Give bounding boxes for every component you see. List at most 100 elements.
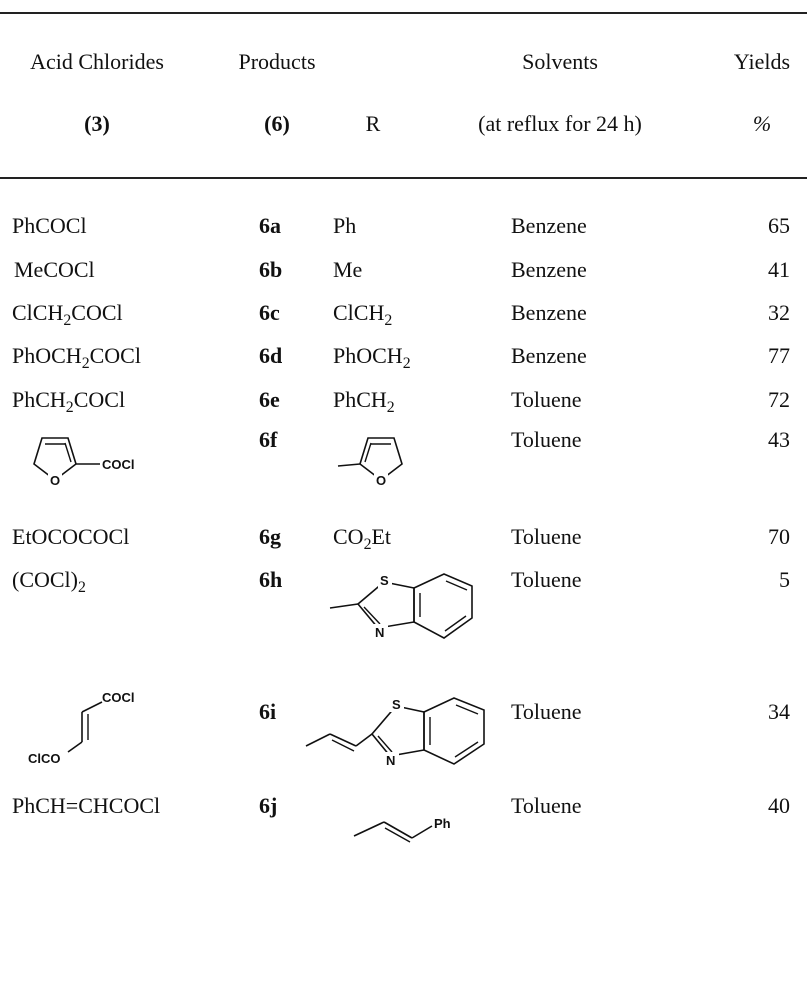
yield-cell: 77 [768,343,790,368]
double-bond [64,442,72,463]
r-cell: PhOCH2 [333,342,411,373]
product-cell: 6c [259,300,280,325]
header-yields: Yields [733,49,791,74]
product-cell: 6i [259,699,277,724]
acid-chloride-cell: PhOCH2COCl [12,342,141,373]
formula-subscript: 2 [402,355,411,373]
thiazole-ring [370,705,425,757]
r-cell: Ph [333,213,357,238]
yield-cell: 72 [768,387,790,412]
double-bond [384,827,411,843]
solvent-cell: Benzene [511,300,587,325]
yield-cell: 32 [768,300,790,325]
product-cell: 6f [259,427,278,452]
fumaroyl-chloride-structure: COCl ClCO [28,690,135,766]
vinyl-bond [329,733,357,747]
sulfur-mask [378,572,392,588]
top-rule [0,12,807,14]
nitrogen-label: N [386,753,395,768]
nitrogen-label: N [375,625,384,640]
solvent-cell: Toluene [511,387,582,412]
terminal-bond [305,733,331,747]
furoyl-chloride-structure: COCl O [33,437,135,488]
formula-subscript: 2 [78,579,86,597]
acid-chloride-cell: EtOCOCOCl [12,524,130,549]
aromatic-bond [445,580,468,591]
nitrogen-mask [384,752,399,768]
header-yields-sub: % [752,111,772,136]
benzothiazolyl-structure: S N [329,572,473,640]
double-bond [363,606,381,625]
carbonyl-bond [67,741,83,753]
formula-part: PhCH [333,387,387,412]
benzene-ring [413,573,473,639]
attachment-bond [329,603,359,609]
formula-part: PhOCH [12,343,82,368]
formula-part: Et [371,524,392,549]
vinyl-benzothiazolyl-structure: S N [305,696,485,768]
acid-chloride-cell: PhCH2COCl [12,386,126,417]
sulfur-label: S [392,697,401,712]
acid-chloride-cell: (COCl)2 [12,566,86,597]
yield-cell: 5 [779,567,790,592]
r-cell: Me [333,257,363,282]
attachment-bond [337,463,361,467]
acid-chloride-cell: ClCH2COCl [12,299,123,330]
phenyl-label: Ph [434,816,451,831]
oxygen-label: O [376,473,386,488]
solvent-cell: Benzene [511,343,587,368]
nitrogen-mask [373,624,388,640]
header-r: R [365,111,381,136]
formula-subscript: 2 [81,355,90,373]
header-rule [0,177,807,179]
oxygen-mask [48,472,62,488]
product-cell: 6d [259,343,283,368]
formula-subscript: 2 [63,312,72,330]
double-bond [377,735,393,753]
furan-ring [33,437,77,482]
yield-cell: 41 [768,257,790,282]
formula-subscript: 2 [384,312,393,330]
attachment-bond [353,821,385,837]
vinyl-bond [383,821,413,839]
formula-part: ClCH [12,300,64,325]
solvent-cell: Benzene [511,213,587,238]
solvent-cell: Toluene [511,567,582,592]
solvent-cell: Toluene [511,699,582,724]
attachment-bond [355,733,373,747]
header-acid-chlorides-sub: (3) [84,111,110,136]
header-solvents-sub: (at reflux for 24 h) [478,111,642,136]
oxygen-mask [374,472,388,488]
product-cell: 6b [259,257,283,282]
double-bond [331,739,355,752]
clco-bottom-label: ClCO [28,751,61,766]
sulfur-label: S [380,573,389,588]
product-cell: 6a [259,213,281,238]
header-acid-chlorides: Acid Chlorides [30,49,164,74]
solvent-cell: Toluene [511,427,582,452]
aromatic-bond [444,615,467,632]
yield-cell: 34 [768,699,790,724]
furan-ring [359,437,403,482]
r-cell: CO2Et [333,523,392,554]
formula-subscript: 2 [65,399,74,417]
yield-cell: 70 [768,524,790,549]
product-cell: 6h [259,567,283,592]
formula-subscript: 2 [386,399,395,417]
header-products-sub: (6) [264,111,290,136]
formula-part: COCl [73,387,126,412]
product-cell: 6j [259,793,278,818]
formula-subscript: 2 [363,536,372,554]
formula-part: (COCl) [12,567,78,592]
aromatic-bond [454,741,479,758]
yield-cell: 40 [768,793,790,818]
acid-chloride-cell: MeCOCl [14,257,95,282]
header-products: Products [238,49,316,74]
product-cell: 6g [259,524,281,549]
solvent-cell: Toluene [511,524,582,549]
phenyl-bond [411,825,433,839]
formula-part: COCl [89,343,141,368]
benzene-ring [423,697,485,765]
sulfur-mask [390,696,404,712]
yield-cell: 43 [768,427,790,452]
